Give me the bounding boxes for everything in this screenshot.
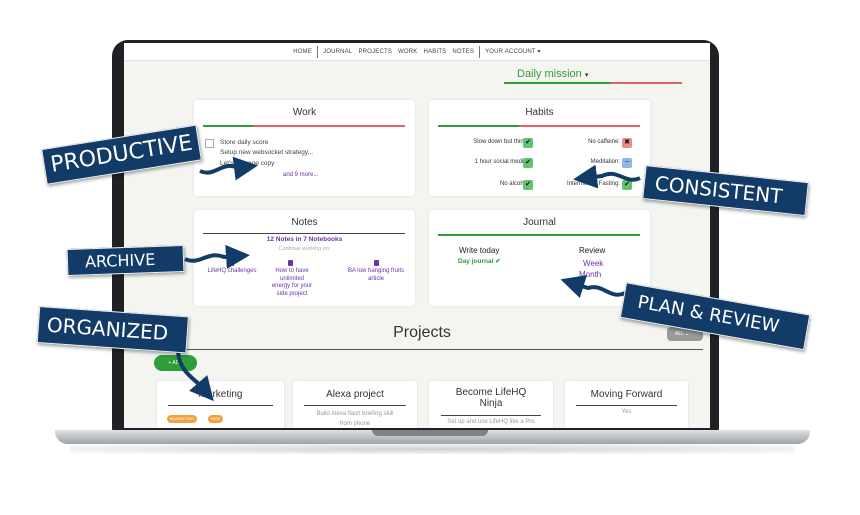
project-title[interactable]: Marketing: [198, 389, 243, 400]
habit-label: No alcohol:: [499, 181, 530, 187]
project-card-moving-forward[interactable]: Moving Forward Yes: [565, 381, 688, 428]
nav-habits[interactable]: HABITS: [423, 48, 447, 55]
project-card-alexa[interactable]: Alexa project Build Alexa flash briefing…: [293, 381, 417, 428]
work-more-link[interactable]: and 9 more...: [283, 172, 319, 178]
cross-icon[interactable]: ✖: [622, 138, 632, 148]
notes-continue-label: Continue working on:: [278, 246, 331, 252]
work-title[interactable]: Work: [292, 107, 317, 118]
task-checkbox[interactable]: [205, 139, 214, 148]
projects-divider: [157, 349, 703, 350]
daily-mission-progress: [504, 82, 682, 84]
minus-icon[interactable]: −: [622, 158, 632, 168]
nav-divider: [479, 45, 481, 58]
note-link[interactable]: How to have unlimited energy for your si…: [271, 268, 313, 297]
review-label: Review: [579, 246, 606, 255]
journal-card: Journal Write today Day journal ✔ Review…: [429, 210, 650, 306]
work-progress-bar: [203, 125, 405, 127]
nav-account[interactable]: YOUR ACCOUNT ▾: [485, 49, 541, 55]
project-divider: [168, 405, 273, 406]
projects-title: Projects: [393, 324, 451, 341]
project-card-ninja[interactable]: Become LifeHQ Ninja Set up and use LifeH…: [429, 381, 553, 428]
habit-label: Slow down but think :: [473, 139, 530, 145]
note-link[interactable]: LifeHQ challenges: [207, 268, 257, 274]
note-link[interactable]: BA low hanging fruits article: [347, 268, 405, 282]
notes-divider: [203, 233, 405, 234]
arrow-productive: [199, 156, 258, 181]
top-nav: HOME JOURNAL PROJECTS WORK HABITS NOTES …: [124, 43, 710, 61]
nav-divider: [317, 45, 319, 58]
notes-summary[interactable]: 12 Notes in 7 Notebooks: [266, 236, 343, 243]
arrow-consistent: [573, 164, 641, 189]
daily-mission-label: Daily mission: [517, 68, 582, 80]
add-project-button[interactable]: + ADD: [154, 355, 197, 371]
chevron-down-icon: ▾: [584, 72, 589, 79]
day-journal-link[interactable]: Day journal ✔: [458, 258, 501, 265]
tag-badge[interactable]: NEW: [208, 415, 224, 423]
project-description: Build Alexa flash briefing skill from ph…: [316, 411, 394, 427]
project-divider: [576, 405, 677, 406]
task-item[interactable]: Store daily score: [220, 139, 269, 146]
laptop-notch: [372, 430, 488, 436]
journal-progress-bar: [438, 234, 640, 236]
arrow-plan: [560, 275, 626, 299]
laptop-shadow: [70, 444, 795, 454]
project-title[interactable]: Alexa project: [326, 389, 384, 400]
project-description: Set up and use LifeHQ like a Pro: [447, 419, 535, 425]
daily-mission-toggle[interactable]: Daily mission ▾: [517, 68, 588, 80]
arrow-organized: [176, 351, 214, 402]
tag-badge[interactable]: MARKETING: [167, 415, 197, 423]
nav-home[interactable]: HOME: [293, 48, 313, 55]
archive-banner: ARCHIVE: [66, 244, 185, 277]
habit-label: 1 hour social media :: [474, 159, 530, 165]
project-title[interactable]: Moving Forward: [590, 389, 663, 400]
check-icon[interactable]: ✔: [523, 158, 533, 168]
notes-title[interactable]: Notes: [291, 217, 318, 228]
project-title[interactable]: Become LifeHQ Ninja: [455, 387, 527, 409]
nav-journal[interactable]: JOURNAL: [323, 48, 353, 55]
arrow-archive: [184, 244, 250, 269]
project-divider: [441, 415, 541, 416]
habits-progress-bar: [438, 125, 640, 127]
nav-work[interactable]: WORK: [398, 48, 418, 55]
work-card: Work Store daily score Setup new websock…: [194, 100, 415, 196]
nav-projects[interactable]: PROJECTS: [358, 48, 393, 55]
task-item[interactable]: Setup new websocket strategy...: [220, 149, 314, 156]
check-icon[interactable]: ✔: [523, 138, 533, 148]
month-review-link[interactable]: Month: [579, 270, 602, 279]
habit-label: No caffeine:: [588, 139, 620, 145]
notebook-icon: [374, 260, 379, 266]
notebook-icon: [288, 260, 293, 266]
week-review-link[interactable]: Week: [583, 259, 604, 268]
project-description: Yes: [621, 409, 632, 415]
habit-label: Meditation:: [590, 159, 620, 165]
habits-title[interactable]: Habits: [525, 107, 554, 118]
laptop-base: [55, 430, 810, 444]
project-card-marketing[interactable]: Marketing MARKETING NEW: [157, 381, 284, 428]
project-divider: [304, 405, 406, 406]
check-icon[interactable]: ✔: [622, 180, 632, 190]
app-screen: HOME JOURNAL PROJECTS WORK HABITS NOTES …: [124, 43, 710, 428]
check-icon[interactable]: ✔: [523, 180, 533, 190]
journal-title[interactable]: Journal: [523, 217, 556, 228]
write-today-label: Write today: [459, 246, 500, 255]
nav-notes[interactable]: NOTES: [452, 48, 475, 55]
